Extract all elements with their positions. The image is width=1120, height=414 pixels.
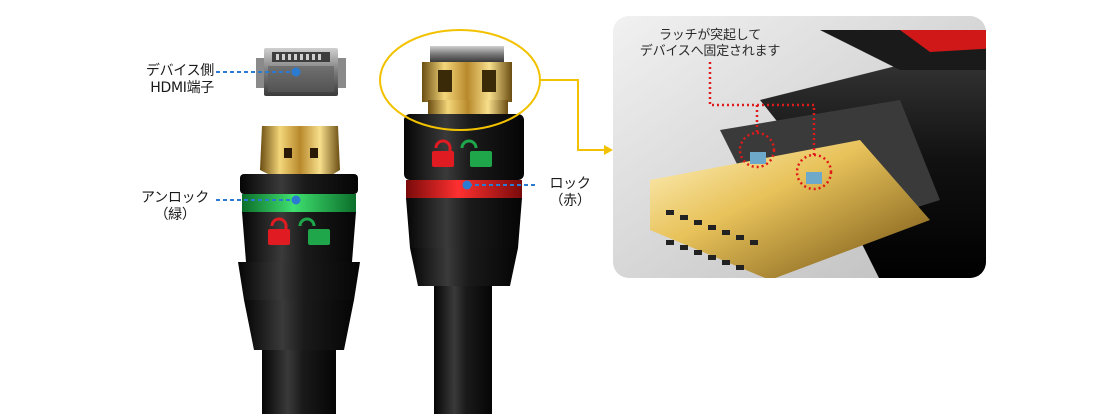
unlock-label-line2: （緑）: [154, 207, 196, 223]
device-port-label: デバイス側 HDMI端子: [130, 63, 214, 97]
left-connector-unlocked: [238, 126, 360, 414]
detail-panel: [613, 16, 986, 278]
latch-callout-line2: デバイスへ固定されます: [639, 44, 781, 59]
device-port-label-line1: デバイス側: [145, 63, 214, 79]
leader-lines: [216, 71, 538, 201]
device-hdmi-port: [256, 48, 346, 96]
lock-label: ロック （赤）: [540, 176, 600, 210]
latch-callout-line1: ラッチが突起して: [658, 28, 761, 43]
right-connector-locked: [404, 46, 524, 414]
latch-callout-text: ラッチが突起して デバイスへ固定されます: [620, 28, 800, 60]
leader-dot: [291, 67, 301, 77]
unlock-icon: [298, 217, 330, 245]
lock-icon: [432, 139, 454, 167]
unlock-label-line1: アンロック: [141, 190, 209, 206]
lock-label-line1: ロック: [549, 176, 591, 192]
lock-icon: [268, 217, 290, 245]
leader-dot: [291, 195, 301, 205]
callout-connector-line: [540, 79, 610, 151]
device-port-label-line2: HDMI端子: [150, 80, 214, 96]
lock-label-line2: （赤）: [549, 193, 591, 209]
leader-dot: [462, 180, 472, 190]
unlock-label: アンロック （緑）: [136, 190, 214, 224]
unlock-icon: [460, 139, 492, 167]
latch-callout-markers: [708, 62, 833, 191]
arrow-icon: [604, 145, 613, 155]
